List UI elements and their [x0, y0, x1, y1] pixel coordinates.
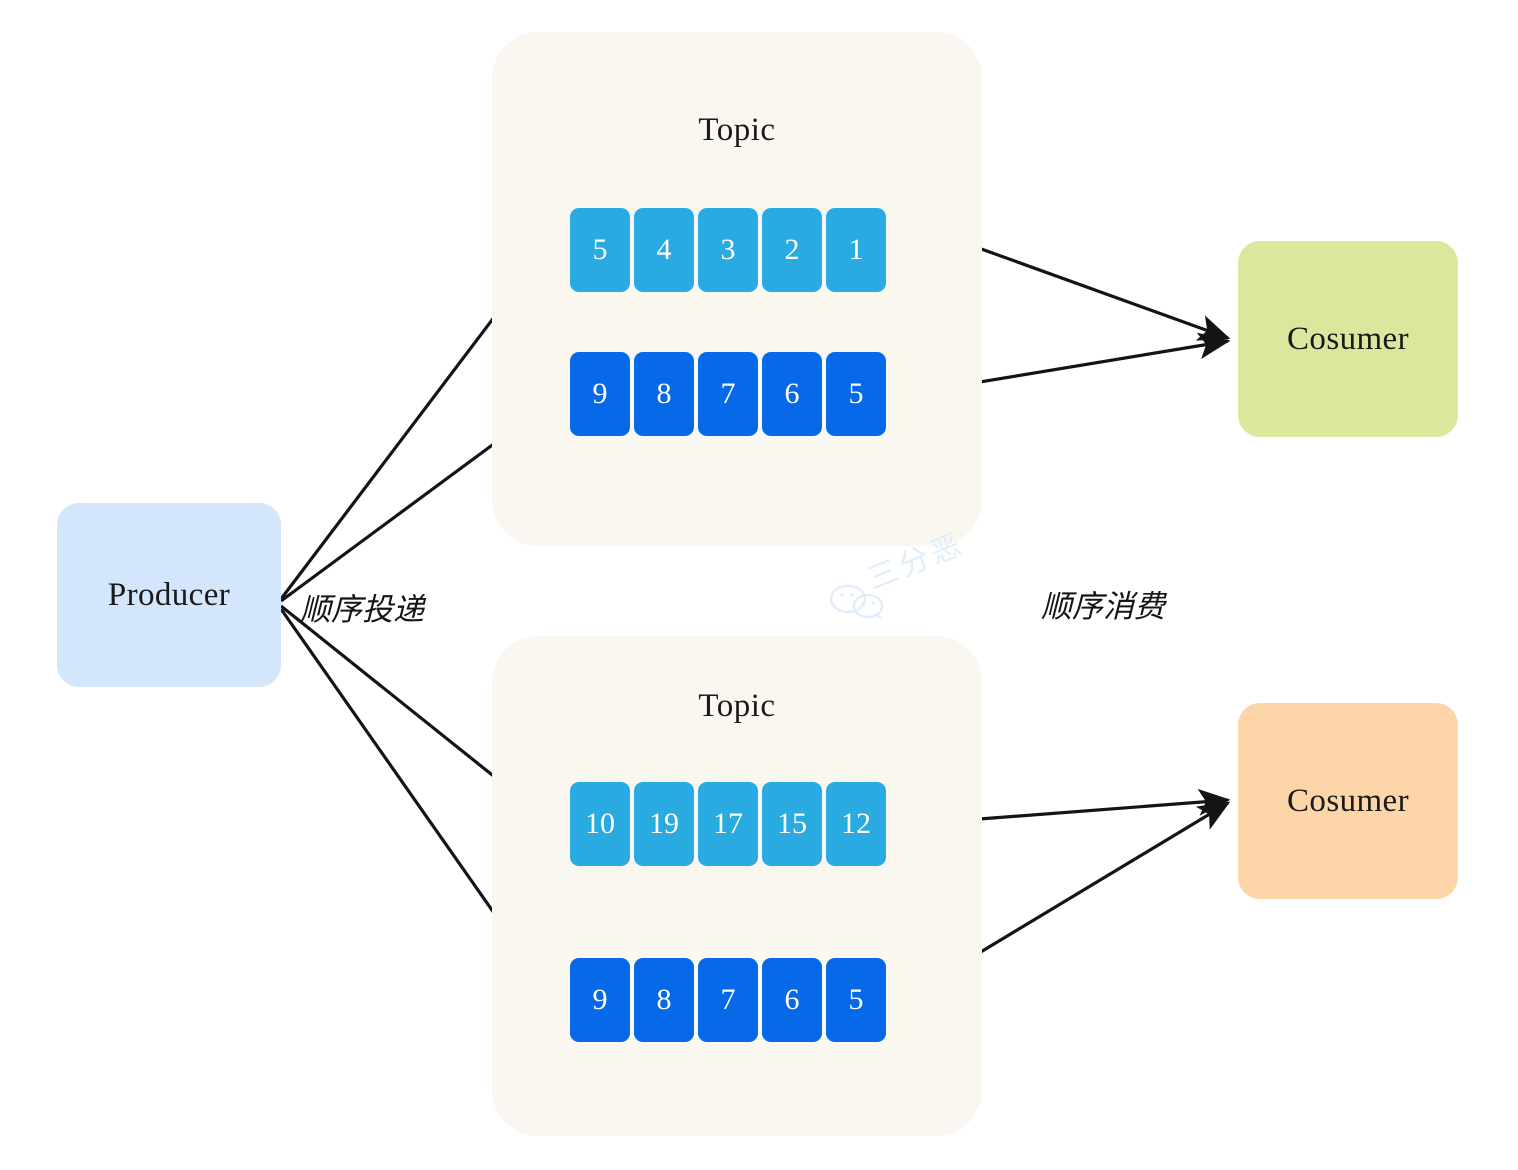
- message-cell: 6: [762, 352, 822, 436]
- edge-label-produce: 顺序投递: [300, 592, 424, 627]
- topic-1-queue-1: 5 4 3 2 1: [570, 208, 886, 292]
- message-cell: 3: [698, 208, 758, 292]
- topic-container-1: Topic 5 4 3 2 1 9 8 7 6 5: [492, 32, 982, 546]
- message-cell: 1: [826, 208, 886, 292]
- message-cell: 5: [826, 352, 886, 436]
- message-cell: 9: [570, 958, 630, 1042]
- message-cell: 5: [826, 958, 886, 1042]
- message-cell: 4: [634, 208, 694, 292]
- consumer-node-1: Cosumer: [1238, 241, 1458, 437]
- watermark: 三分恶: [828, 527, 998, 626]
- topic-title-2: Topic: [698, 688, 776, 724]
- consumer-label-1: Cosumer: [1287, 320, 1409, 357]
- wechat-icon: [829, 584, 884, 619]
- message-cell: 19: [634, 782, 694, 866]
- consumer-label-2: Cosumer: [1287, 782, 1409, 819]
- edge-label-consume: 顺序消费: [1041, 589, 1165, 624]
- message-cell: 17: [698, 782, 758, 866]
- topic-2-queue-2: 9 8 7 6 5: [570, 958, 886, 1042]
- message-cell: 2: [762, 208, 822, 292]
- message-cell: 7: [698, 958, 758, 1042]
- message-cell: 5: [570, 208, 630, 292]
- topic-1-queue-2: 9 8 7 6 5: [570, 352, 886, 436]
- message-cell: 9: [570, 352, 630, 436]
- message-cell: 12: [826, 782, 886, 866]
- message-cell: 6: [762, 958, 822, 1042]
- message-cell: 8: [634, 958, 694, 1042]
- message-cell: 10: [570, 782, 630, 866]
- topic-title-1: Topic: [698, 112, 776, 148]
- topic-2-queue-1: 10 19 17 15 12: [570, 782, 886, 866]
- message-cell: 8: [634, 352, 694, 436]
- message-cell: 15: [762, 782, 822, 866]
- producer-label: Producer: [107, 576, 231, 613]
- topic-container-2: Topic 10 19 17 15 12 9 8 7 6 5: [492, 636, 982, 1136]
- consumer-node-2: Cosumer: [1238, 703, 1458, 899]
- producer-node: Producer: [57, 503, 281, 687]
- message-cell: 7: [698, 352, 758, 436]
